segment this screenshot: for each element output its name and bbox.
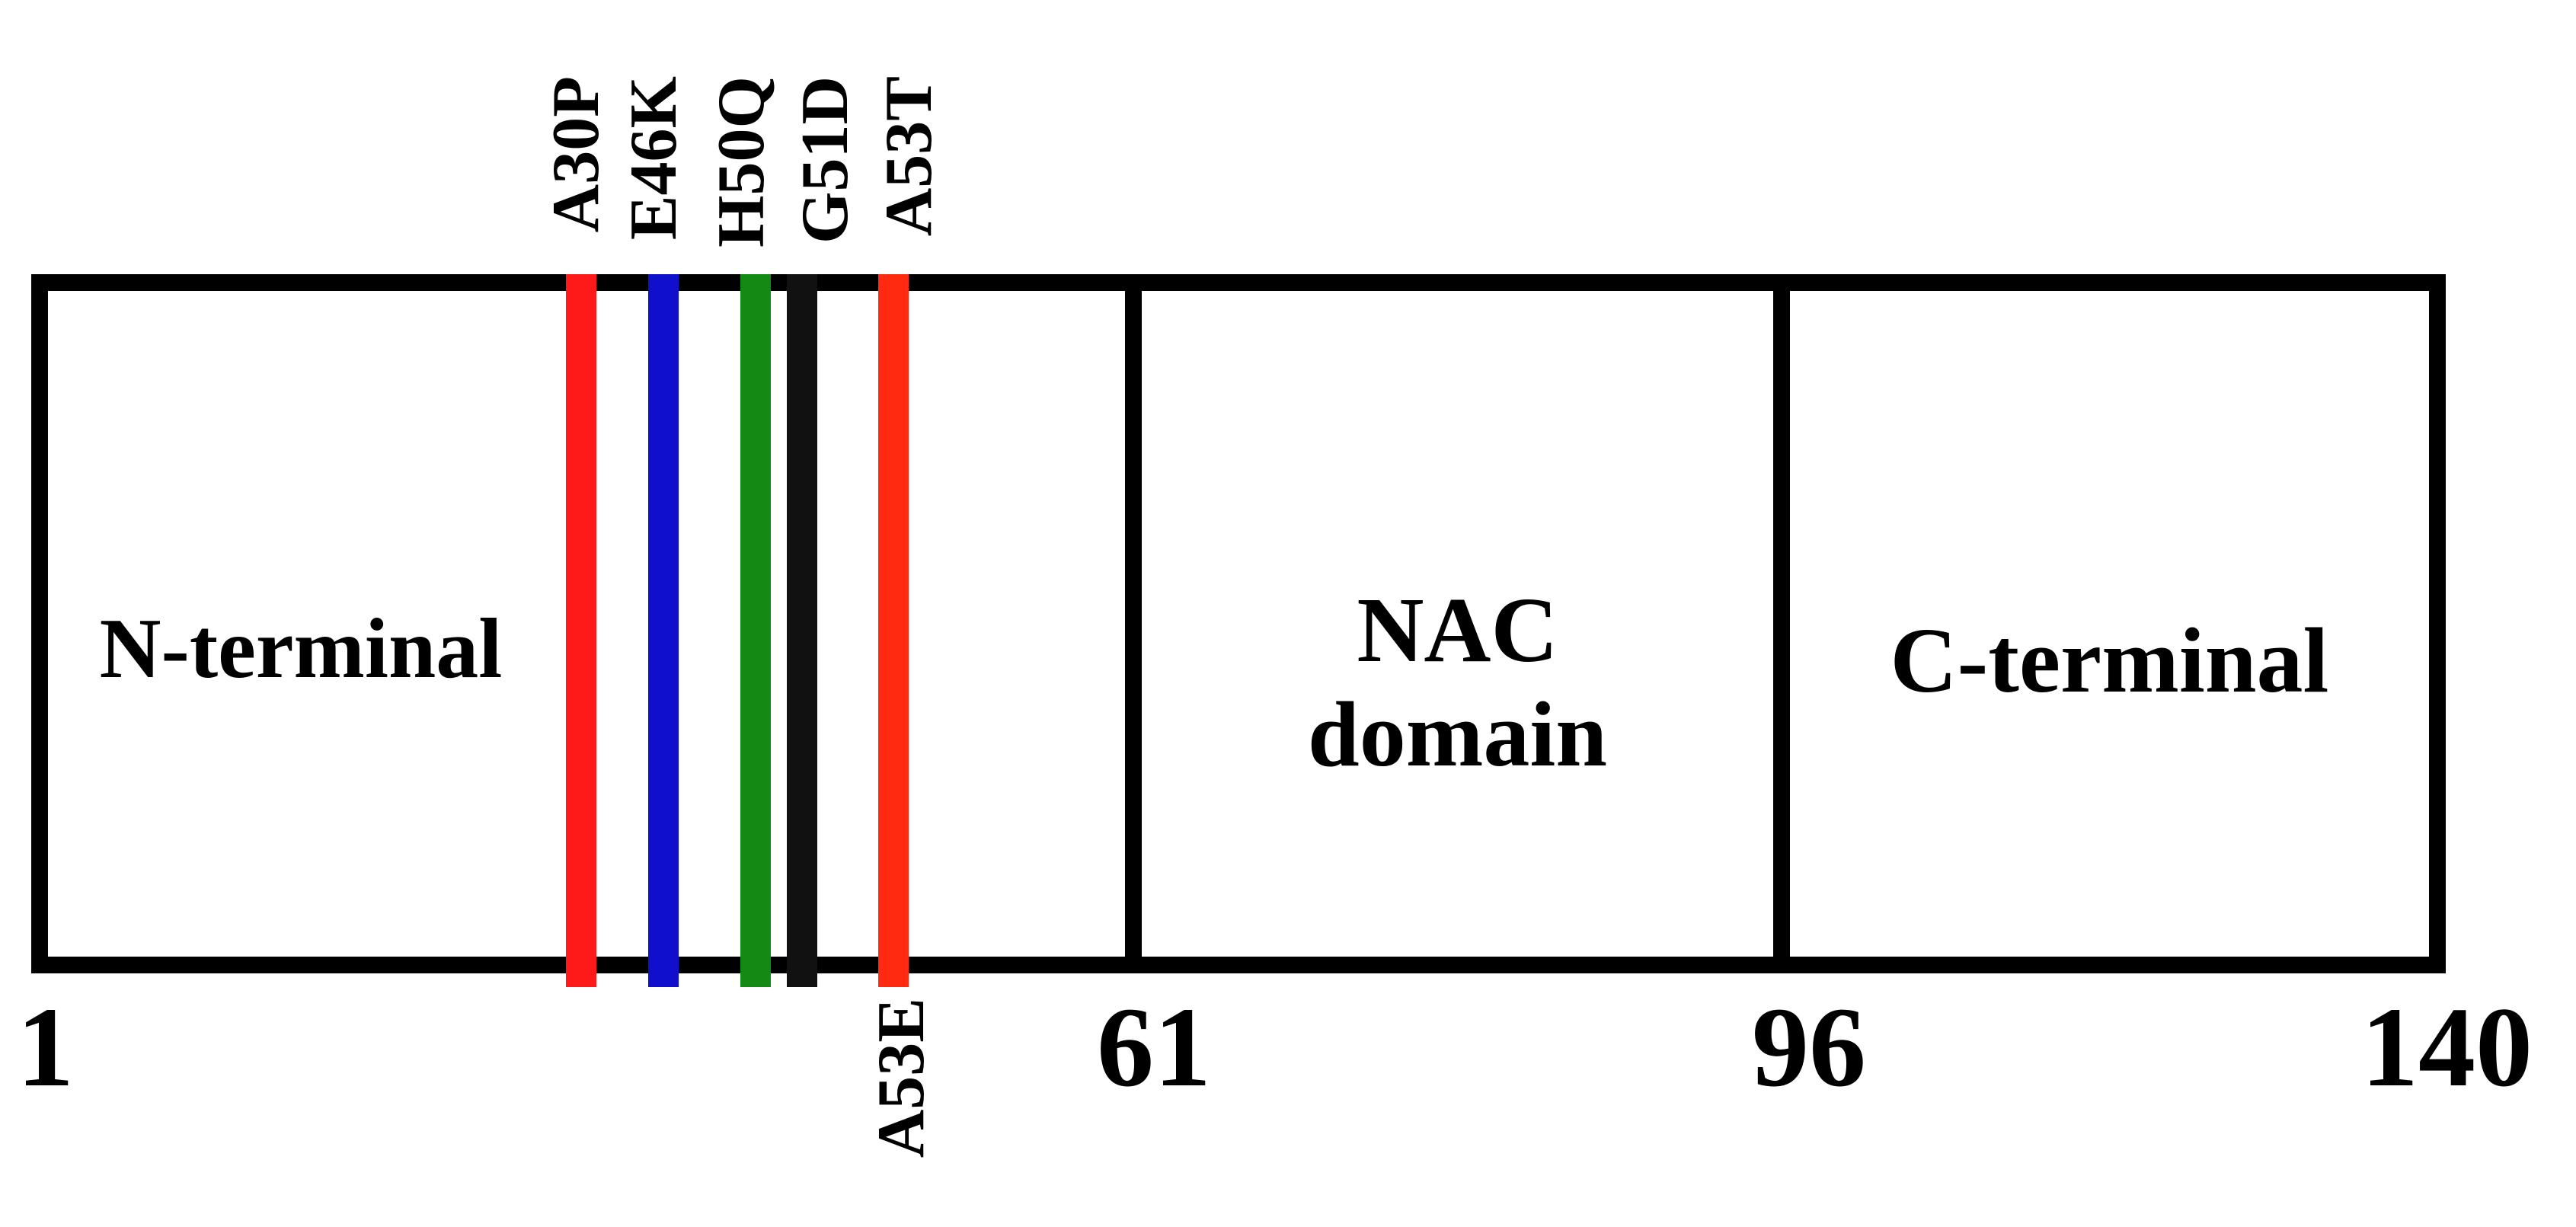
position-label-96: 96 [1752,984,1866,1110]
mutation-label-h50q: H50Q [705,76,778,248]
mutation-line-h50q [740,274,771,987]
mutation-label-g51d: G51D [788,76,862,244]
mutation-line-a53t [878,274,909,987]
mutation-label-e46k: E46K [617,76,691,241]
n-terminal-text: N-terminal [99,602,503,696]
c-terminal-label: C-terminal [1790,609,2429,714]
nac-domain-line2: domain [1307,682,1608,786]
position-label-140: 140 [2361,984,2533,1110]
mutation-line-a30p [566,274,596,987]
c-terminal-text: C-terminal [1890,609,2329,712]
position-label-1: 1 [17,984,74,1110]
mutation-line-g51d [787,274,817,987]
c-terminal-boundary-line [1773,274,1790,973]
mutation-line-e46k [648,274,679,987]
nac-domain-line1: NAC [1357,579,1558,682]
mutation-label-a53e: A53E [865,998,938,1158]
mutation-label-a30p: A30P [539,76,613,233]
nac-domain-boundary-line [1125,274,1142,973]
position-label-61: 61 [1097,984,1211,1110]
nac-domain-label: NAC domain [1142,579,1773,787]
protein-bar [31,274,2446,973]
mutation-label-a53t: A53T [872,76,946,237]
n-terminal-label: N-terminal [38,602,564,697]
